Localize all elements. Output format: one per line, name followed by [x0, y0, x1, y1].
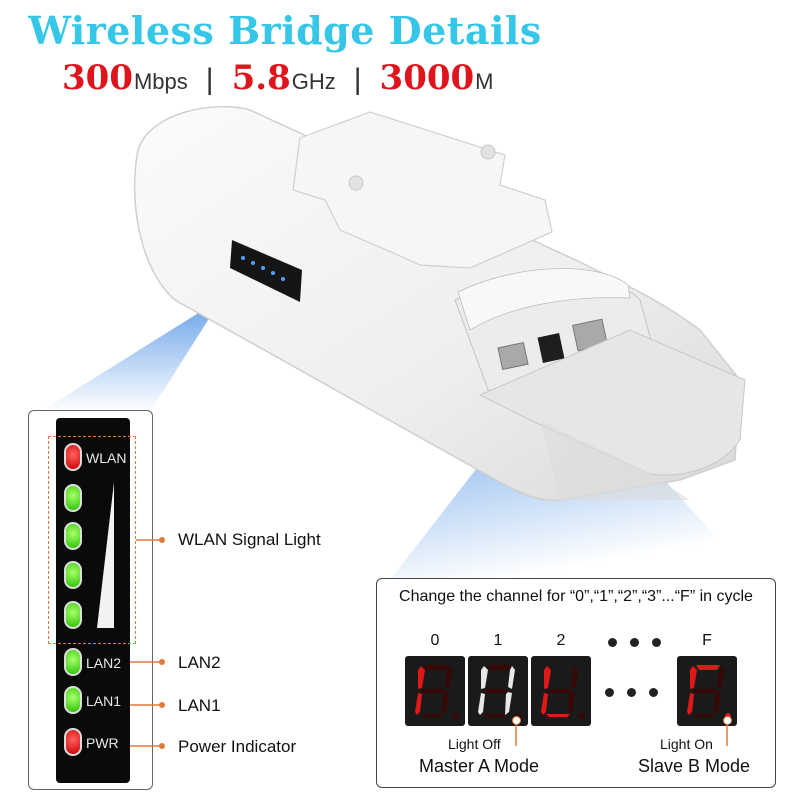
ellipsis-dot: [630, 638, 639, 647]
slave-mode-label: Slave B Mode: [638, 756, 751, 776]
range-value: 3000: [379, 58, 475, 98]
channel-description: Change the channel for “0”,“1”,“2”,“3”..…: [399, 588, 753, 605]
lan1-callout: LAN1: [178, 696, 221, 715]
signal-led-icon: [64, 561, 82, 589]
signal-strength-wedge-icon: [97, 482, 114, 628]
seven-segment-digit-2: [531, 656, 591, 726]
power-callout: Power Indicator: [178, 737, 297, 756]
led-strip: WLAN LAN2 LAN1 PWR: [56, 418, 130, 783]
frequency-value: 5.8: [231, 58, 291, 98]
ellipsis-dot: [652, 638, 661, 647]
range-unit: M: [475, 69, 494, 94]
pwr-led-icon: [64, 728, 82, 756]
mount-hole: [348, 175, 364, 191]
decimal-point-marker: [512, 716, 521, 725]
lan1-label: LAN1: [86, 693, 122, 709]
signal-light-callout: WLAN Signal Light: [178, 530, 321, 549]
wlan-label: WLAN: [86, 450, 127, 466]
info-label: [457, 268, 631, 331]
signal-led-icon: [64, 484, 82, 512]
channel-display: [537, 332, 565, 364]
channel-label-f: F: [702, 632, 712, 649]
lan1-led-icon: [64, 686, 82, 714]
pwr-label: PWR: [86, 735, 119, 751]
speed-unit: Mbps: [133, 69, 188, 94]
channel-label-1: 1: [493, 632, 503, 649]
signal-led-icon: [64, 522, 82, 550]
channel-label-2: 2: [556, 632, 566, 649]
ethernet-port: [497, 341, 529, 371]
light-on-label: Light On: [660, 736, 713, 752]
ellipsis-dot: [605, 688, 614, 697]
signal-led-icon: [64, 601, 82, 629]
lan2-label: LAN2: [86, 655, 122, 671]
mount-hole: [480, 144, 496, 160]
led-beam: [40, 282, 248, 412]
seven-segment-digit-f: [677, 656, 737, 726]
frequency-unit: GHz: [291, 69, 336, 94]
wlan-led-icon: [64, 443, 82, 471]
channel-label-0: 0: [430, 632, 440, 649]
spec-separator: |: [353, 63, 362, 96]
ellipsis-dot: [649, 688, 658, 697]
lan2-led-icon: [64, 648, 82, 676]
ellipsis-dot: [608, 638, 617, 647]
device-led-window: [230, 240, 302, 302]
seven-segment-digit-0: [405, 656, 465, 726]
ellipsis-dot: [627, 688, 636, 697]
signal-light-bracket: [48, 436, 136, 644]
decimal-point-marker: [723, 716, 732, 725]
spec-separator: |: [205, 63, 214, 96]
master-mode-label: Master A Mode: [419, 756, 540, 776]
lan2-callout: LAN2: [178, 653, 221, 672]
seven-segment-digit-1: [468, 656, 528, 726]
page-title: Wireless Bridge Details: [28, 8, 542, 53]
cover-flap: [478, 329, 746, 476]
light-off-label: Light Off: [448, 736, 501, 752]
speed-value: 300: [62, 58, 133, 98]
